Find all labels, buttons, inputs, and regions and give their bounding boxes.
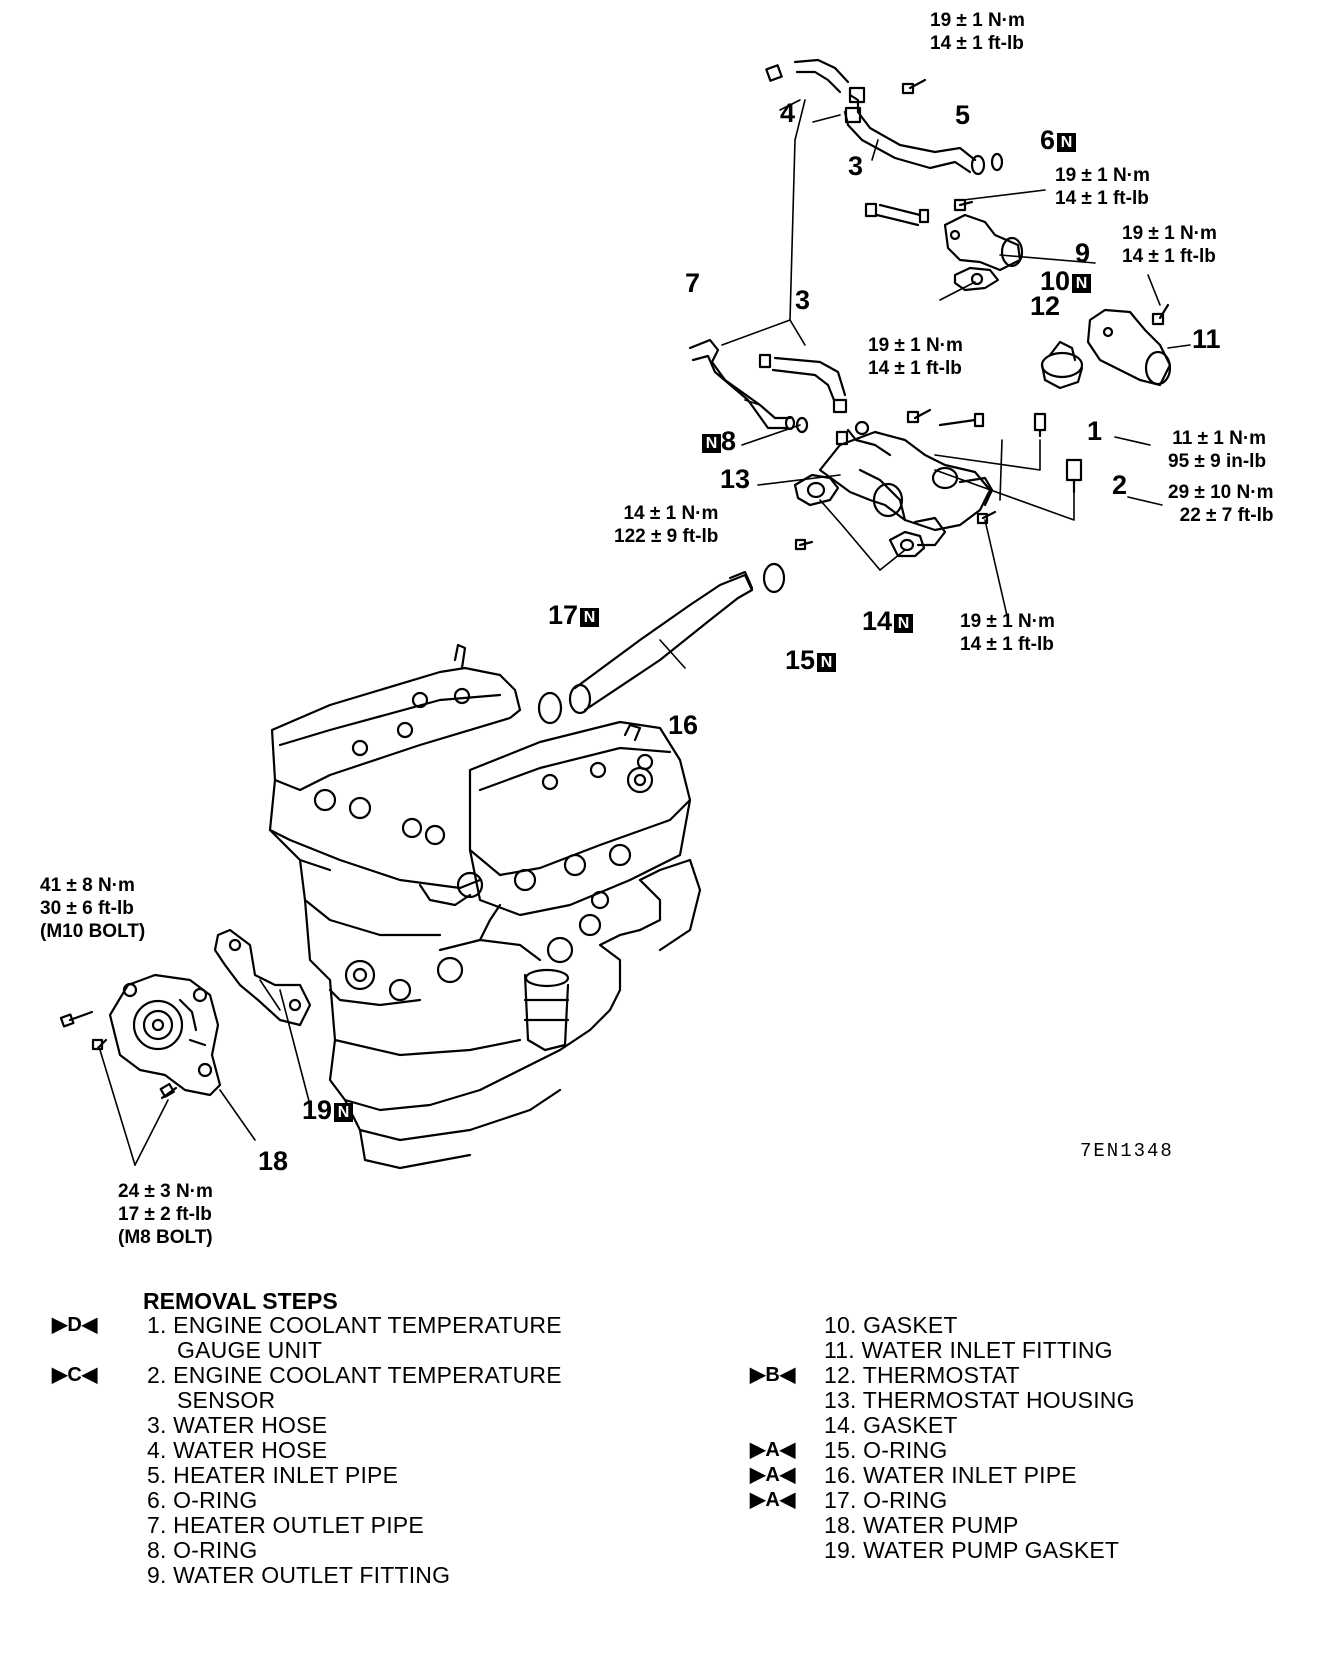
water-inlet-pipe bbox=[537, 562, 786, 725]
new-part-marker: N bbox=[894, 614, 914, 633]
callout-7: 7 bbox=[685, 268, 701, 298]
callout-18: 18 bbox=[258, 1146, 289, 1176]
removal-steps-title: REMOVAL STEPS bbox=[143, 1288, 338, 1314]
removal-step: 15. O-RING bbox=[824, 1437, 948, 1463]
new-part-marker: N bbox=[702, 434, 721, 453]
removal-step: 6. O-RING bbox=[147, 1487, 258, 1513]
removal-step: SENSOR bbox=[177, 1387, 276, 1413]
removal-step: 11. WATER INLET FITTING bbox=[824, 1337, 1113, 1363]
step-reference-mark: ▶A◀ bbox=[750, 1464, 796, 1486]
removal-step: 18. WATER PUMP bbox=[824, 1512, 1019, 1538]
step-reference-mark: ▶A◀ bbox=[750, 1439, 796, 1461]
step-reference-mark: ▶A◀ bbox=[750, 1489, 796, 1511]
new-part-marker: N bbox=[334, 1103, 354, 1122]
removal-step: 3. WATER HOSE bbox=[147, 1412, 328, 1438]
callout-1: 1 bbox=[1087, 416, 1103, 446]
callout-13: 13 bbox=[720, 464, 751, 494]
new-part-marker: N bbox=[1057, 133, 1077, 152]
removal-step: 19. WATER PUMP GASKET bbox=[824, 1537, 1120, 1563]
removal-step: 16. WATER INLET PIPE bbox=[824, 1462, 1077, 1488]
step-reference-mark: ▶C◀ bbox=[52, 1364, 98, 1386]
removal-step: 12. THERMOSTAT bbox=[824, 1362, 1020, 1388]
upper-hoses bbox=[688, 58, 1172, 434]
step-reference-mark: ▶B◀ bbox=[750, 1364, 796, 1386]
new-part-marker: N bbox=[580, 608, 600, 627]
callout-12: 12 bbox=[1030, 291, 1061, 321]
callout-3-upper: 3 bbox=[848, 151, 864, 181]
removal-step: 1. ENGINE COOLANT TEMPERATURE bbox=[147, 1312, 562, 1338]
callout-16: 16 bbox=[668, 710, 699, 740]
removal-step: GAUGE UNIT bbox=[177, 1337, 323, 1363]
thermostat-housing bbox=[793, 420, 994, 558]
removal-step: 2. ENGINE COOLANT TEMPERATURE bbox=[147, 1362, 562, 1388]
step-reference-mark: ▶D◀ bbox=[52, 1314, 98, 1336]
bolts bbox=[59, 78, 1170, 1100]
callout-9: 9 bbox=[1075, 238, 1091, 268]
removal-step: 10. GASKET bbox=[824, 1312, 958, 1338]
callout-3-lower: 3 bbox=[795, 285, 811, 315]
removal-step: 4. WATER HOSE bbox=[147, 1437, 328, 1463]
water-pump-gasket bbox=[213, 928, 312, 1027]
removal-step: 9. WATER OUTLET FITTING bbox=[147, 1562, 451, 1588]
new-part-marker: N bbox=[1072, 274, 1092, 293]
removal-step: 13. THERMOSTAT HOUSING bbox=[824, 1387, 1135, 1413]
callout-2: 2 bbox=[1112, 470, 1128, 500]
new-part-marker: N bbox=[817, 653, 837, 672]
callout-4: 4 bbox=[780, 98, 796, 128]
removal-step: 14. GASKET bbox=[824, 1412, 958, 1438]
figure-code: 7EN1348 bbox=[1080, 1140, 1174, 1162]
engine-block bbox=[268, 643, 702, 1170]
removal-step: 7. HEATER OUTLET PIPE bbox=[147, 1512, 424, 1538]
removal-step: 5. HEATER INLET PIPE bbox=[147, 1462, 399, 1488]
removal-step: 8. O-RING bbox=[147, 1537, 258, 1563]
callout-5: 5 bbox=[955, 100, 971, 130]
callout-11: 11 bbox=[1192, 324, 1221, 354]
leader-lines bbox=[99, 99, 1191, 1166]
water-pump bbox=[108, 973, 222, 1097]
removal-step: 17. O-RING bbox=[824, 1487, 948, 1513]
sensors bbox=[1033, 412, 1083, 494]
